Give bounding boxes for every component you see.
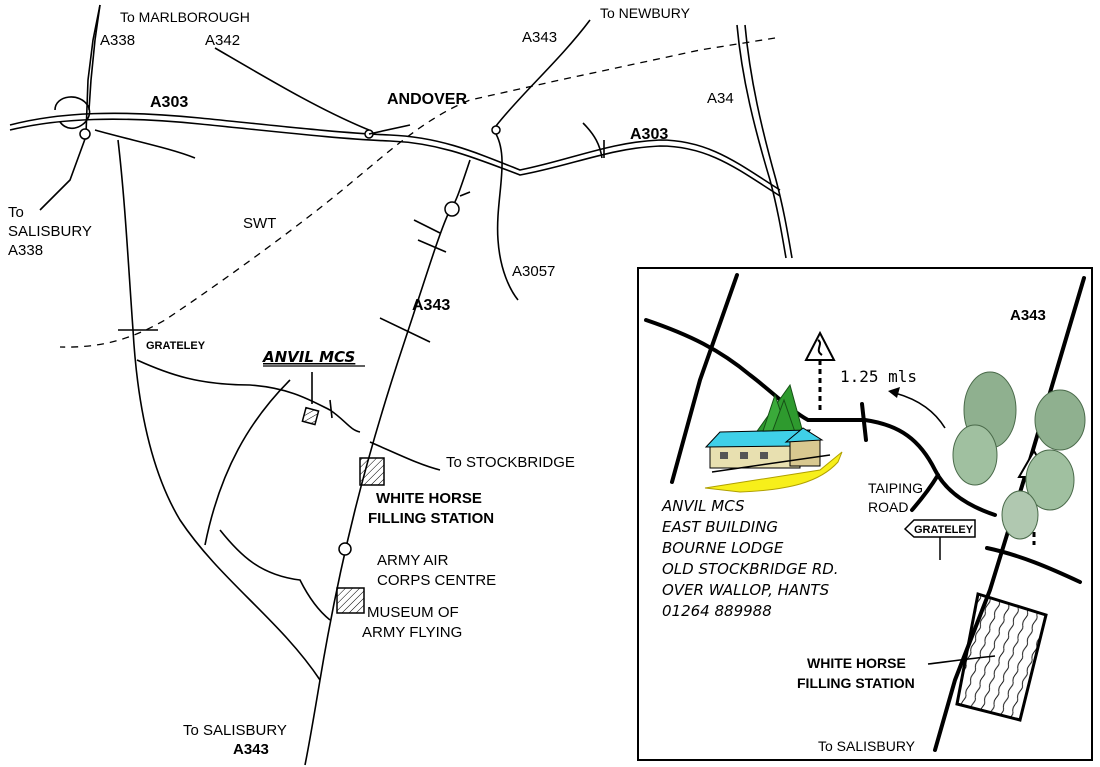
junction-a343-north (491, 125, 501, 135)
address-line-4: OLD STOCKBRIDGE RD. (662, 560, 839, 578)
arrow-head (888, 387, 900, 398)
label-a338-left: A338 (8, 242, 43, 259)
road-a343-north (495, 19, 591, 127)
road-inner-2 (219, 529, 331, 621)
road-a34-east (744, 24, 793, 259)
label-a343-bottom: A343 (233, 741, 269, 758)
road-a303-lower (9, 118, 781, 197)
label-white-horse-2: FILLING STATION (368, 510, 494, 527)
tick-anvil (329, 399, 333, 419)
railway-swt (59, 37, 776, 348)
road-a303-upper (9, 112, 781, 191)
label-to-stockbridge: To STOCKBRIDGE (446, 454, 575, 471)
roundabout-loop (54, 96, 91, 129)
inset-white-horse-1: WHITE HORSE (807, 655, 906, 671)
label-museum-1: MUSEUM OF (367, 604, 459, 621)
label-to-marlborough: To MARLBOROUGH (120, 9, 250, 25)
label-a34: A34 (707, 90, 734, 107)
filling-station-icon (955, 592, 1048, 722)
grateley-sign: GRATELEY (903, 519, 976, 560)
label-to-newbury: To NEWBURY (600, 5, 691, 21)
address-block: ANVIL MCS EAST BUILDING BOURNE LODGE OLD… (661, 497, 839, 620)
roundabout-west (79, 128, 91, 140)
inset-taiping-2: ROAD (868, 499, 908, 515)
road-a342-east (368, 124, 411, 135)
museum-marker (336, 587, 365, 614)
road-stockbridge (369, 441, 441, 471)
label-white-horse-1: WHITE HORSE (376, 490, 482, 507)
label-a343-top: A343 (522, 29, 557, 46)
inset-road-north (670, 273, 739, 484)
crossing-4 (459, 191, 471, 197)
roundabout-army (338, 542, 352, 556)
road-a342 (214, 47, 370, 131)
filling-station-marker (359, 457, 385, 486)
label-a342: A342 (205, 32, 240, 49)
road-a3057 (495, 133, 519, 301)
label-to-salisbury-bottom: To SALISBURY (183, 722, 287, 739)
road-a338-north-edge (88, 4, 101, 111)
label-museum-2: ARMY FLYING (362, 624, 462, 641)
label-a343-mid: A343 (412, 297, 450, 314)
label-army-air-1: ARMY AIR (377, 552, 449, 569)
label-a303-left: A303 (150, 94, 188, 111)
distance-arrow (894, 392, 946, 429)
inset-road-old-stockbridge (644, 318, 997, 517)
address-line-3: BOURNE LODGE (662, 539, 784, 557)
tree-icon (952, 371, 1086, 540)
inset-map: 1.25 mls (637, 267, 1093, 761)
crossing-3 (379, 317, 431, 343)
crossing-1 (413, 219, 441, 234)
roundabout-a343 (444, 201, 460, 217)
inset-a343: A343 (1010, 307, 1046, 324)
label-a3057: A3057 (512, 263, 555, 280)
road-east-spur (94, 129, 196, 159)
inset-white-horse-2: FILLING STATION (797, 675, 915, 691)
inset-road-taiping (910, 473, 940, 512)
address-line-1: ANVIL MCS (661, 497, 745, 515)
inset-to-salisbury: To SALISBURY (818, 738, 916, 754)
address-line-5: OVER WALLOP, HANTS (662, 581, 830, 599)
label-a338-top: A338 (100, 32, 135, 49)
main-map: To MARLBOROUGH A338 A342 To NEWBURY A343… (8, 4, 793, 766)
crossing-2 (417, 239, 447, 253)
road-a34-west (736, 24, 787, 259)
inset-distance: 1.25 mls (840, 367, 917, 386)
inset-taiping-1: TAIPING (868, 480, 923, 496)
road-grateley (136, 359, 361, 433)
inset-grateley-sign: GRATELEY (914, 524, 974, 536)
inset-road-east (985, 546, 1082, 584)
label-anvil-mcs: ANVIL MCS (262, 348, 355, 366)
label-andover: ANDOVER (387, 91, 467, 108)
building-icon (704, 383, 843, 493)
label-to-salisbury-left-1: To (8, 204, 24, 221)
road-inner-1 (204, 379, 291, 546)
label-grateley: GRATELEY (146, 340, 206, 352)
road-a338-south (39, 138, 86, 211)
station-pointer (927, 655, 996, 665)
bend-warning-sign-icon (804, 330, 836, 413)
road-west-south (117, 139, 321, 681)
label-swt: SWT (243, 215, 276, 232)
label-to-salisbury-left-2: SALISBURY (8, 223, 92, 240)
anvil-mcs-marker (301, 406, 320, 426)
inset-crossing (860, 402, 868, 442)
label-a303-right: A303 (630, 126, 668, 143)
address-line-6: 01264 889988 (662, 602, 772, 620)
label-army-air-2: CORPS CENTRE (377, 572, 496, 589)
road-a338-north (85, 4, 101, 135)
tick-a303-east (582, 122, 603, 159)
address-line-2: EAST BUILDING (662, 518, 778, 536)
